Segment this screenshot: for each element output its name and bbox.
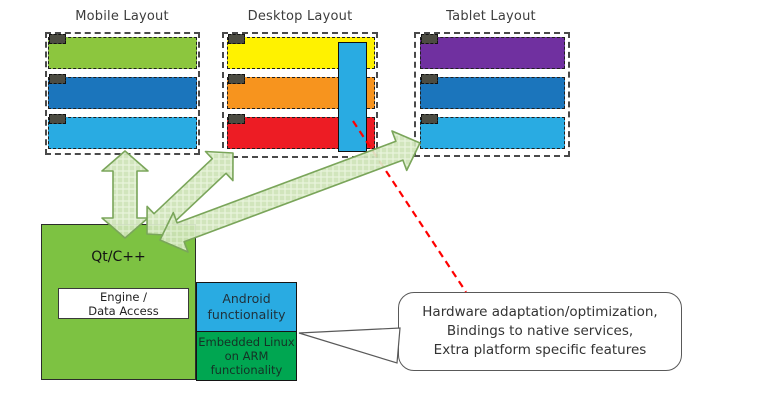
layout-row	[48, 37, 197, 69]
corner-handle-icon	[228, 114, 245, 124]
corner-handle-icon	[49, 114, 66, 124]
corner-handle-icon	[421, 74, 438, 84]
desktop-overlay-pane	[338, 42, 367, 152]
tablet-layout-title: Tablet Layout	[446, 9, 536, 24]
callout-line-2: Bindings to native services,	[446, 323, 634, 339]
layout-row	[48, 77, 197, 109]
engine-label-line2: Data Access	[88, 303, 159, 318]
callout-line-1: Hardware adaptation/optimization,	[422, 304, 658, 320]
layout-row	[420, 117, 565, 149]
android-functionality-label: Android functionality	[207, 291, 286, 322]
qt-cpp-block: Qt/C++ Engine / Data Access	[41, 224, 196, 380]
callout-line-3: Extra platform specific features	[433, 342, 647, 358]
desktop-layout-title: Desktop Layout	[247, 9, 353, 24]
engine-data-access-box: Engine / Data Access	[58, 288, 189, 319]
android-functionality-block: Android functionality	[196, 282, 297, 332]
layout-row	[420, 37, 565, 69]
corner-handle-icon	[421, 34, 438, 44]
corner-handle-icon	[228, 34, 245, 44]
corner-handle-icon	[49, 74, 66, 84]
qt-cpp-label: Qt/C++	[91, 249, 146, 265]
arrow-qt-desktop	[146, 150, 234, 237]
callout-tail	[298, 327, 401, 364]
corner-handle-icon	[49, 34, 66, 44]
embedded-linux-label: Embedded Linux on ARM functionality	[198, 335, 295, 377]
embedded-linux-block: Embedded Linux on ARM functionality	[196, 331, 297, 381]
callout-bubble: Hardware adaptation/optimization, Bindin…	[398, 292, 682, 371]
corner-handle-icon	[421, 114, 438, 124]
layout-row	[48, 117, 197, 149]
corner-handle-icon	[228, 74, 245, 84]
engine-label-line1: Engine /	[100, 289, 147, 304]
mobile-layout-title: Mobile Layout	[75, 9, 169, 24]
layout-row	[420, 77, 565, 109]
